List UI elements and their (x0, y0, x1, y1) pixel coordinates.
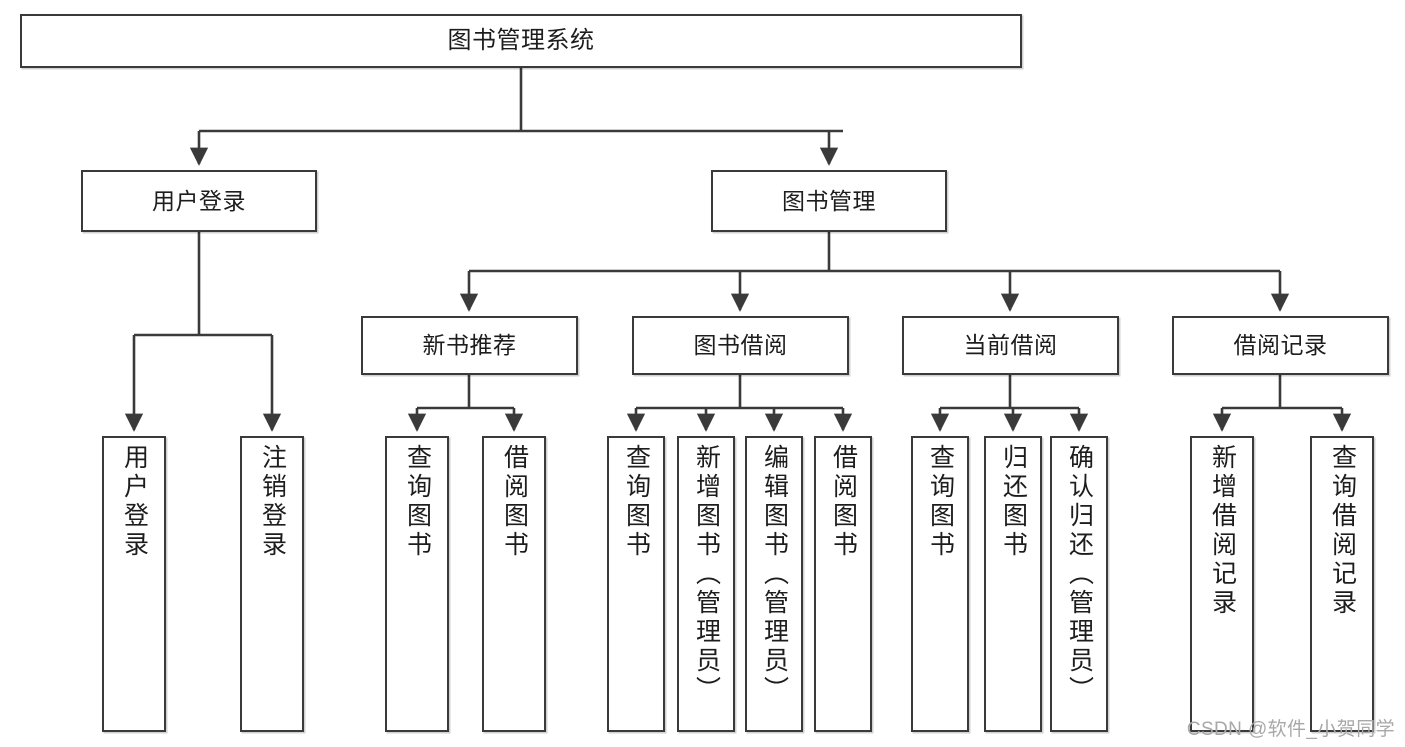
node-level3-current-borrow[interactable]: 当前借阅 (902, 316, 1119, 375)
node-label: 编辑图书（管理员） (760, 444, 789, 705)
node-label: 用户登录 (152, 187, 246, 214)
node-label: 注销登录 (258, 444, 287, 560)
node-label: 图书借阅 (693, 332, 788, 359)
node-level2-user-login[interactable]: 用户登录 (81, 170, 317, 232)
node-leaf-logout[interactable]: 注销登录 (240, 436, 304, 732)
node-label: 借阅图书 (829, 444, 858, 560)
node-level3-book-borrow[interactable]: 图书借阅 (632, 316, 849, 375)
node-level3-new-book-recommend[interactable]: 新书推荐 (361, 316, 578, 375)
watermark-text: CSDN @软件_小贺同学 (1186, 719, 1395, 740)
node-level2-book-management[interactable]: 图书管理 (711, 170, 947, 232)
node-label: 借阅记录 (1233, 332, 1328, 359)
node-label: 查询借阅记录 (1328, 444, 1357, 618)
node-label: 图书管理 (782, 187, 876, 214)
node-label: 新增借阅记录 (1208, 444, 1237, 618)
node-leaf-return-book[interactable]: 归还图书 (984, 436, 1042, 732)
node-root[interactable]: 图书管理系统 (20, 14, 1022, 68)
node-leaf-confirm-return-admin[interactable]: 确认归还（管理员） (1050, 436, 1108, 732)
node-leaf-query-book-recommend[interactable]: 查询图书 (385, 436, 449, 732)
node-label: 归还图书 (999, 444, 1028, 560)
node-leaf-query-book-current[interactable]: 查询图书 (911, 436, 969, 732)
node-label: 新书推荐 (422, 332, 517, 359)
node-label: 确认归还（管理员） (1065, 444, 1094, 705)
node-leaf-borrow-book[interactable]: 借阅图书 (814, 436, 872, 732)
node-leaf-add-borrow-record[interactable]: 新增借阅记录 (1190, 436, 1254, 732)
node-level3-borrow-record[interactable]: 借阅记录 (1172, 316, 1389, 375)
node-label: 用户登录 (120, 444, 149, 560)
node-label: 查询图书 (403, 444, 432, 560)
node-label: 图书管理系统 (447, 27, 595, 55)
node-leaf-add-book-admin[interactable]: 新增图书（管理员） (677, 436, 735, 732)
node-leaf-edit-book-admin[interactable]: 编辑图书（管理员） (745, 436, 803, 732)
node-leaf-borrow-book-recommend[interactable]: 借阅图书 (482, 436, 546, 732)
node-leaf-query-borrow-record[interactable]: 查询借阅记录 (1310, 436, 1374, 732)
node-leaf-query-book-borrow[interactable]: 查询图书 (607, 436, 665, 732)
node-label: 新增图书（管理员） (692, 444, 721, 705)
node-leaf-user-login[interactable]: 用户登录 (102, 436, 166, 732)
node-label: 查询图书 (622, 444, 651, 560)
node-label: 当前借阅 (963, 332, 1058, 359)
node-label: 借阅图书 (500, 444, 529, 560)
node-label: 查询图书 (926, 444, 955, 560)
